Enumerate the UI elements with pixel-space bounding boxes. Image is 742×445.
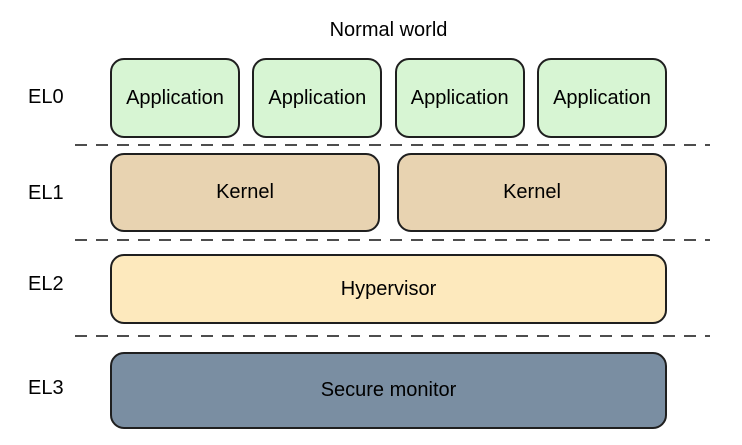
el0-row: Application Application Application Appl… — [110, 58, 667, 138]
el2-el3-divider — [75, 335, 710, 337]
el2-row: Hypervisor — [110, 254, 667, 324]
application-box: Application — [110, 58, 240, 138]
el2-label: EL2 — [28, 273, 64, 295]
kernel-box: Kernel — [110, 153, 380, 232]
application-box: Application — [252, 58, 383, 138]
el1-label: EL1 — [28, 182, 64, 204]
application-box: Application — [394, 58, 525, 138]
normal-world-title: Normal world — [329, 19, 448, 41]
el3-label: EL3 — [28, 377, 64, 399]
el1-el2-divider — [75, 239, 710, 241]
el0-label: EL0 — [28, 86, 64, 108]
el3-row: Secure monitor — [110, 352, 667, 429]
el1-row: Kernel Kernel — [110, 153, 667, 232]
el0-el1-divider — [75, 144, 710, 146]
secure-monitor-box: Secure monitor — [110, 352, 667, 429]
hypervisor-box: Hypervisor — [110, 254, 667, 324]
application-box: Application — [536, 58, 667, 138]
kernel-box: Kernel — [397, 153, 667, 232]
